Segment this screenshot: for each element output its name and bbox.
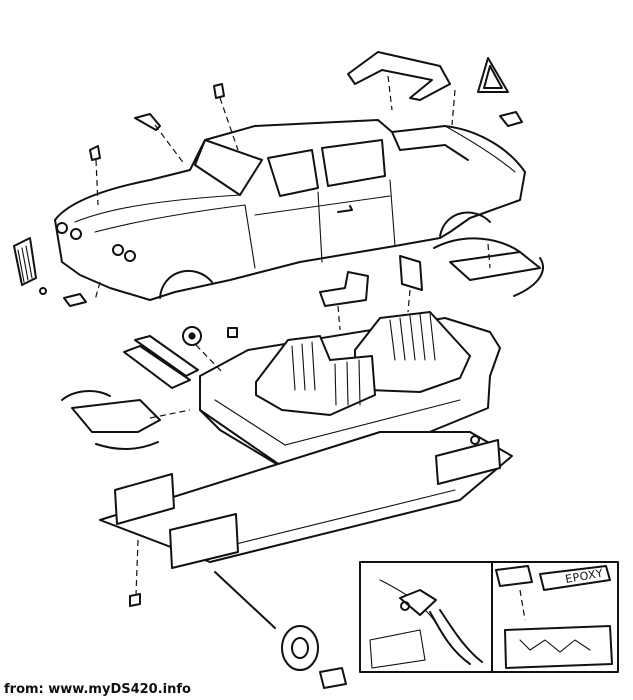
credit-prefix: from:	[4, 682, 49, 697]
dashboard-part	[123, 335, 199, 389]
chassis-bulkheads	[114, 435, 501, 569]
rear-bumper	[433, 237, 544, 297]
instruction-inset: EPOXY	[359, 561, 619, 673]
steering-wheel	[182, 326, 223, 373]
front-bumper-parts	[39, 281, 101, 307]
emblem-part	[89, 145, 101, 206]
aerial-part	[213, 83, 239, 151]
credit-site-link[interactable]: www.myDS420.info	[48, 682, 191, 697]
hubcap-part	[319, 667, 347, 689]
front-bumper-assembly-left	[61, 390, 191, 451]
radiator-grille	[13, 237, 37, 286]
front-seats	[255, 335, 376, 416]
rear-shelf-parts	[319, 255, 423, 331]
quarter-light-glass	[477, 57, 509, 93]
rear-badge-part	[499, 111, 523, 127]
rear-window-surround	[347, 51, 456, 126]
screw-part	[129, 593, 141, 607]
axle-rod	[135, 539, 276, 629]
wheel-part	[281, 625, 319, 671]
source-credit: from: www.myDS420.info	[4, 682, 191, 697]
car-body-shell	[54, 119, 526, 301]
mirror-part	[134, 113, 186, 166]
small-clip-part	[227, 327, 238, 338]
